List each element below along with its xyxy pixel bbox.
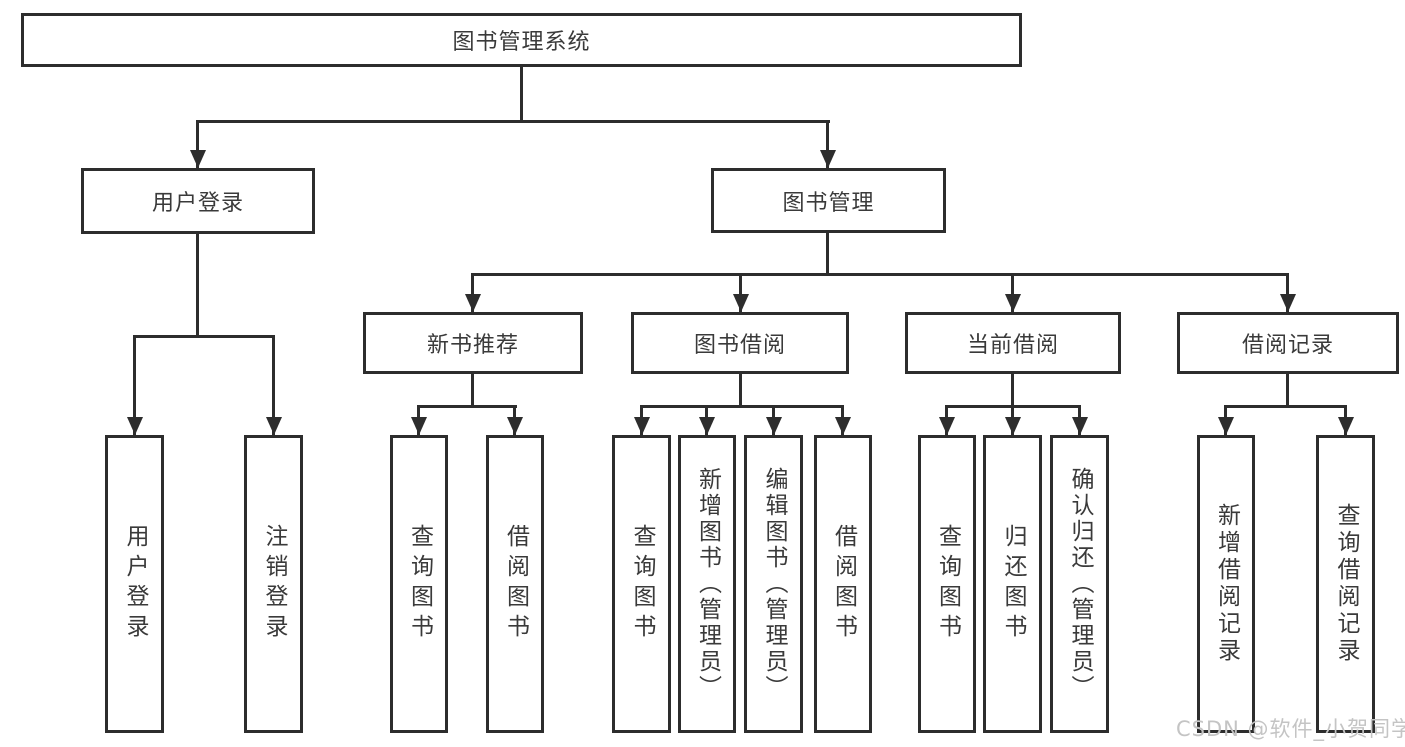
- connector-user-login-stem: [196, 233, 199, 335]
- connector-borrow-records-stem: [1286, 373, 1289, 405]
- arrow-down-query-record: [1344, 405, 1347, 435]
- arrow-down-return-book: [1011, 405, 1014, 435]
- arrow-down-query-books-3: [945, 405, 948, 435]
- leaf-confirm-return-admin: 确认归还（管理员）: [1050, 435, 1109, 733]
- leaf-borrow-books-2: 借阅图书: [814, 435, 872, 733]
- node-borrow-records: 借阅记录: [1177, 312, 1399, 374]
- node-root: 图书管理系统: [21, 13, 1022, 67]
- arrow-down-query-books-2: [640, 405, 643, 435]
- connector-book-mgmt-branch: [472, 273, 1289, 276]
- leaf-edit-book-admin: 编辑图书（管理员）: [744, 435, 803, 733]
- arrow-down-confirm-return: [1078, 405, 1081, 435]
- connector-borrow-records-branch: [1225, 405, 1346, 408]
- connector-user-login-branch: [134, 335, 275, 338]
- leaf-query-borrow-record: 查询借阅记录: [1316, 435, 1375, 733]
- connector-new-books-stem: [471, 373, 474, 405]
- arrow-down-add-book: [705, 405, 708, 435]
- connector-book-mgmt-stem: [826, 232, 829, 273]
- node-current-borrow: 当前借阅: [905, 312, 1121, 374]
- connector-book-borrow-stem: [739, 373, 742, 405]
- node-user-login: 用户登录: [81, 168, 315, 234]
- leaf-borrow-books-1: 借阅图书: [486, 435, 544, 733]
- arrow-down-borrow-books-1: [513, 405, 516, 435]
- arrow-down-borrow-books-2: [841, 405, 844, 435]
- node-book-mgmt: 图书管理: [711, 168, 946, 233]
- arrow-down-query-books-1: [417, 405, 420, 435]
- leaf-query-books-1: 查询图书: [390, 435, 448, 733]
- connector-new-books-branch: [418, 405, 517, 408]
- leaf-return-book: 归还图书: [983, 435, 1042, 733]
- arrow-down-book-mgmt: [826, 120, 829, 168]
- arrow-down-logout-leaf: [272, 335, 275, 435]
- connector-book-borrow-branch: [641, 405, 843, 408]
- node-book-borrow: 图书借阅: [631, 312, 849, 374]
- arrow-down-borrow-records: [1286, 273, 1289, 312]
- leaf-logout: 注销登录: [244, 435, 303, 733]
- arrow-down-current-borrow: [1011, 273, 1014, 312]
- leaf-query-books-3: 查询图书: [918, 435, 976, 733]
- arrow-down-login-leaf: [133, 335, 136, 435]
- connector-current-borrow-stem: [1011, 373, 1014, 405]
- arrow-down-book-borrow: [739, 273, 742, 312]
- connector-root-stem: [520, 66, 523, 120]
- leaf-query-books-2: 查询图书: [612, 435, 671, 733]
- arrow-down-edit-book: [772, 405, 775, 435]
- arrow-down-new-books: [471, 273, 474, 312]
- csdn-watermark: CSDN @软件_小贺同学: [1176, 717, 1405, 741]
- arrow-down-user-login: [196, 120, 199, 168]
- leaf-user-login: 用户登录: [105, 435, 164, 733]
- connector-root-branch: [197, 120, 830, 123]
- leaf-add-borrow-record: 新增借阅记录: [1197, 435, 1255, 733]
- node-new-books: 新书推荐: [363, 312, 583, 374]
- arrow-down-add-record: [1224, 405, 1227, 435]
- leaf-add-book-admin: 新增图书（管理员）: [678, 435, 736, 733]
